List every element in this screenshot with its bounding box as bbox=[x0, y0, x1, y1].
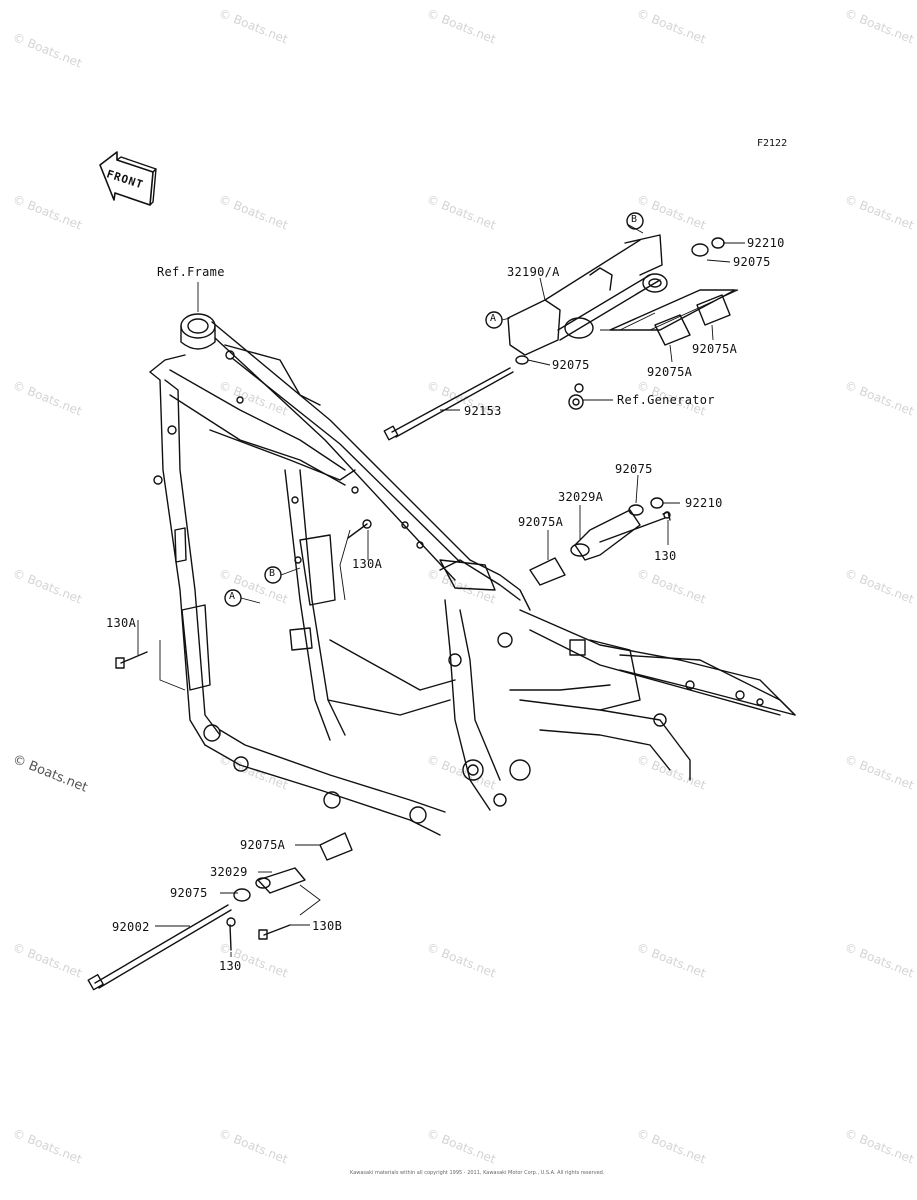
part-label[interactable]: 92075 bbox=[552, 358, 590, 372]
part-label[interactable]: 92153 bbox=[464, 404, 502, 418]
part-label[interactable]: 130A bbox=[106, 616, 137, 630]
part-label[interactable]: 130 bbox=[654, 549, 677, 563]
copyright-text: Kawasaki materials within all copyright … bbox=[350, 1170, 605, 1176]
callout-a: A bbox=[229, 591, 236, 602]
part-label[interactable]: 92075A bbox=[518, 515, 564, 529]
part-label[interactable]: 130B bbox=[312, 919, 343, 933]
part-label[interactable]: 92075A bbox=[692, 342, 738, 356]
part-label[interactable]: 92210 bbox=[747, 236, 785, 250]
part-label[interactable]: 92075 bbox=[615, 462, 653, 476]
part-label[interactable]: 32190/A bbox=[507, 265, 560, 279]
figure-code: F2122 bbox=[757, 138, 788, 149]
part-label[interactable]: 92075 bbox=[733, 255, 771, 269]
callout-b: B bbox=[631, 214, 638, 225]
part-label[interactable]: 92210 bbox=[685, 496, 723, 510]
part-label[interactable]: 92075 bbox=[170, 886, 208, 900]
part-label[interactable]: 130 bbox=[219, 959, 242, 973]
part-label[interactable]: 92002 bbox=[112, 920, 150, 934]
part-label[interactable]: 92075A bbox=[240, 838, 286, 852]
part-label[interactable]: 32029A bbox=[558, 490, 604, 504]
part-label[interactable]: 130A bbox=[352, 557, 383, 571]
part-label[interactable]: 32029 bbox=[210, 865, 248, 879]
part-label[interactable]: 92075A bbox=[647, 365, 693, 379]
ref-generator-label: Ref.Generator bbox=[617, 393, 715, 407]
callout-b: B bbox=[269, 568, 276, 579]
callout-a: A bbox=[490, 313, 497, 324]
ref-frame-label: Ref.Frame bbox=[157, 265, 225, 279]
front-arrow-icon bbox=[99, 151, 157, 206]
